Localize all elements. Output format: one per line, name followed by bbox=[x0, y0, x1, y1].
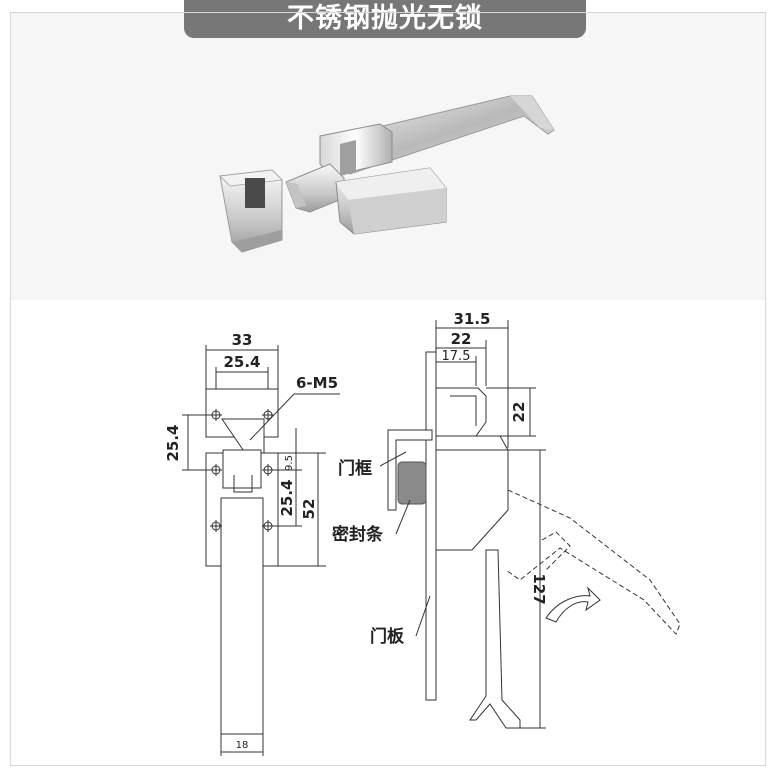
dim-depth-17-5: 17.5 bbox=[442, 349, 471, 364]
front-view bbox=[182, 345, 340, 756]
product-photo bbox=[10, 12, 766, 300]
dim-handle-length: 127 bbox=[530, 573, 548, 604]
dim-body-height: 52 bbox=[300, 499, 318, 520]
dim-depth-22: 22 bbox=[451, 330, 472, 348]
panel-label: 门板 bbox=[370, 626, 405, 647]
latch-base bbox=[335, 167, 447, 235]
dim-handle-width: 18 bbox=[236, 740, 249, 751]
dim-width-holes: 25.4 bbox=[223, 353, 260, 371]
mounting-holes bbox=[210, 409, 274, 532]
frame-label: 门框 bbox=[338, 458, 372, 479]
thread-label: 6-M5 bbox=[296, 374, 338, 392]
latch-photo-illustration bbox=[219, 95, 555, 253]
dim-hole-spacing-vertical: 25.4 bbox=[164, 424, 182, 461]
page-title: 不锈钢抛光无锁 bbox=[184, 0, 586, 38]
dimension-drawing: 33 25.4 6-M5 25.4 9.5 25.4 52 18 31.5 22… bbox=[164, 310, 681, 756]
dim-depth-overall: 31.5 bbox=[453, 310, 490, 328]
technical-drawing: 33 25.4 6-M5 25.4 9.5 25.4 52 18 31.5 22… bbox=[10, 300, 766, 766]
dim-width-overall: 33 bbox=[232, 331, 253, 349]
hook bbox=[285, 163, 345, 213]
dim-hole-offset: 9.5 bbox=[284, 455, 295, 471]
strike-block bbox=[219, 169, 283, 253]
hinge bbox=[319, 123, 393, 177]
seal-label: 密封条 bbox=[332, 524, 384, 545]
dim-strike-height: 22 bbox=[510, 402, 528, 423]
side-view bbox=[379, 320, 681, 729]
dim-hole-spacing-body: 25.4 bbox=[278, 479, 296, 516]
